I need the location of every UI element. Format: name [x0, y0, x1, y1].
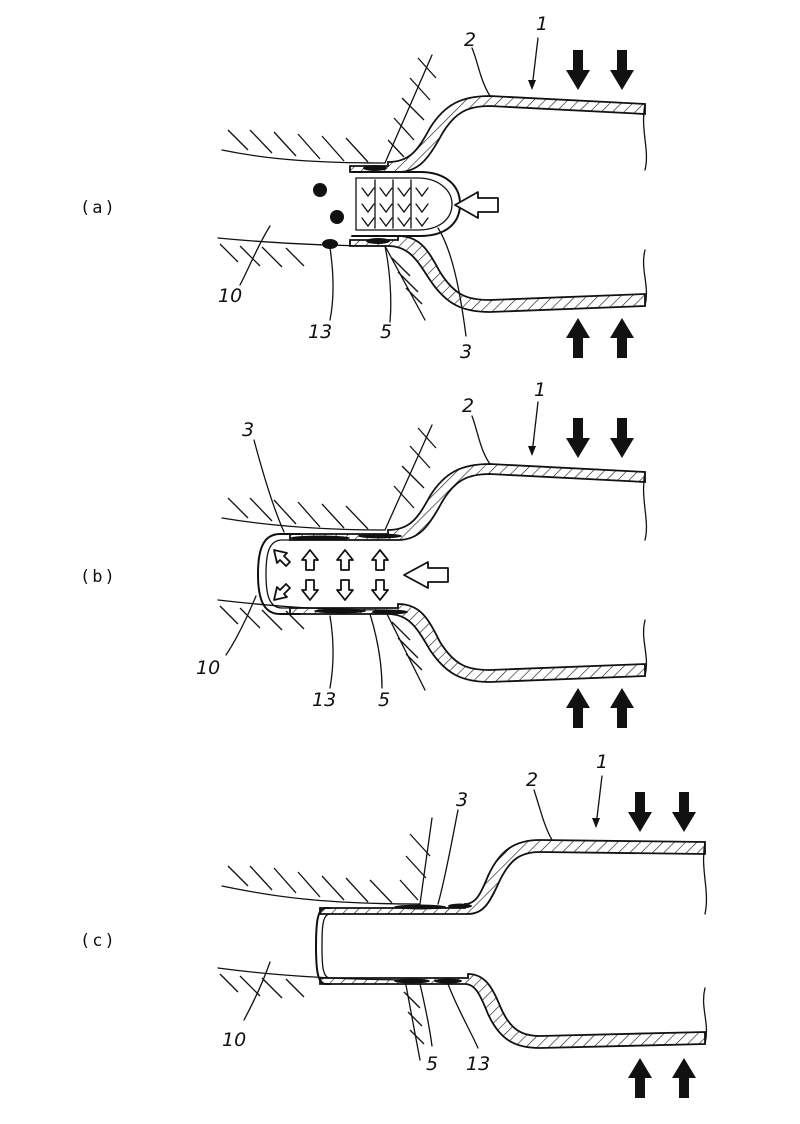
ground-hatch-lower-a	[217, 237, 426, 321]
ref-2-b: 2	[462, 395, 474, 417]
ref-13-c: 13	[466, 1053, 490, 1075]
ground-hatch-upper-a	[221, 54, 437, 164]
panel-a: (a)	[80, 13, 648, 363]
ref-5-c: 5	[426, 1053, 438, 1075]
insertion-arrow-a	[454, 191, 499, 219]
ref-13-a: 13	[308, 321, 332, 343]
ball-3-a	[322, 239, 338, 249]
pipe-wall-lower-b	[289, 603, 646, 683]
pipe-wall-lower-a	[349, 235, 646, 313]
ref-1-a: 1	[536, 13, 548, 35]
ref-5-b: 5	[378, 689, 390, 711]
ref-10-b: 10	[196, 657, 220, 679]
pipe-wall-upper-a	[349, 95, 646, 173]
panel-a-label: (a)	[80, 198, 117, 218]
pipe-wall-upper-b	[289, 463, 646, 541]
force-arrows-a	[566, 50, 634, 358]
bag-liner-c	[315, 907, 331, 985]
panel-b-label: (b)	[80, 567, 117, 587]
ground-hatch-upper-b	[221, 424, 437, 531]
ref-2-a: 2	[464, 29, 476, 51]
force-arrows-c	[628, 792, 696, 1098]
ref-5-a: 5	[380, 321, 392, 343]
bag-liner-b	[257, 533, 301, 615]
ref-3-b: 3	[242, 419, 254, 441]
panel-c-label: (c)	[80, 931, 117, 951]
pressure-arrows-b	[273, 549, 389, 601]
ground-hatch-upper-c	[221, 817, 433, 905]
ref-1-b: 1	[534, 379, 546, 401]
insertion-arrow-b	[403, 561, 449, 589]
lattice-marks-a	[361, 179, 429, 229]
ref-2-c: 2	[526, 769, 538, 791]
ref-10-c: 10	[222, 1029, 246, 1051]
pipe-wall-lower-c	[319, 973, 706, 1049]
pipe-wall-upper-c	[319, 839, 706, 915]
ref-10-a: 10	[218, 285, 242, 307]
ball-1-a	[313, 183, 327, 197]
ref-3-c: 3	[456, 789, 468, 811]
ref-3-a: 3	[460, 341, 472, 363]
ref-13-b: 13	[312, 689, 336, 711]
panel-c: (c)	[80, 751, 708, 1098]
ball-2-a	[330, 210, 344, 224]
force-arrows-b	[566, 418, 634, 728]
ref-1-c: 1	[596, 751, 608, 773]
panel-b: (b)	[80, 379, 648, 728]
